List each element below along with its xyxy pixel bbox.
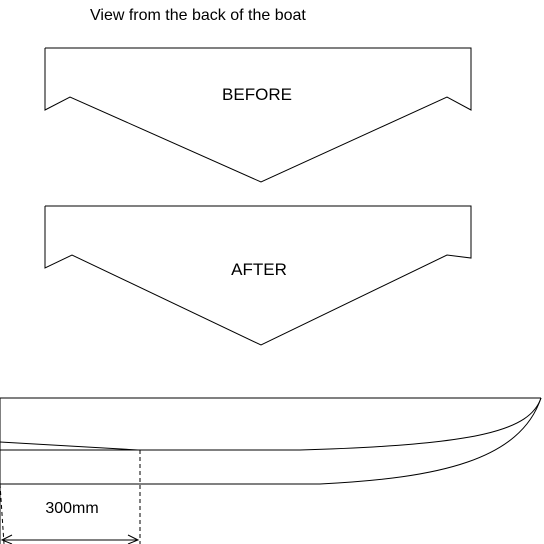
diagram-title: View from the back of the boat (90, 7, 306, 24)
dimension-300mm: 300mm (0, 450, 141, 544)
before-label: BEFORE (222, 85, 292, 104)
after-hull-section: AFTER (44, 205, 472, 346)
before-hull-section: BEFORE (44, 47, 472, 183)
boat-side-profile (0, 397, 542, 544)
dimension-label: 300mm (45, 500, 98, 517)
after-label: AFTER (231, 260, 287, 279)
